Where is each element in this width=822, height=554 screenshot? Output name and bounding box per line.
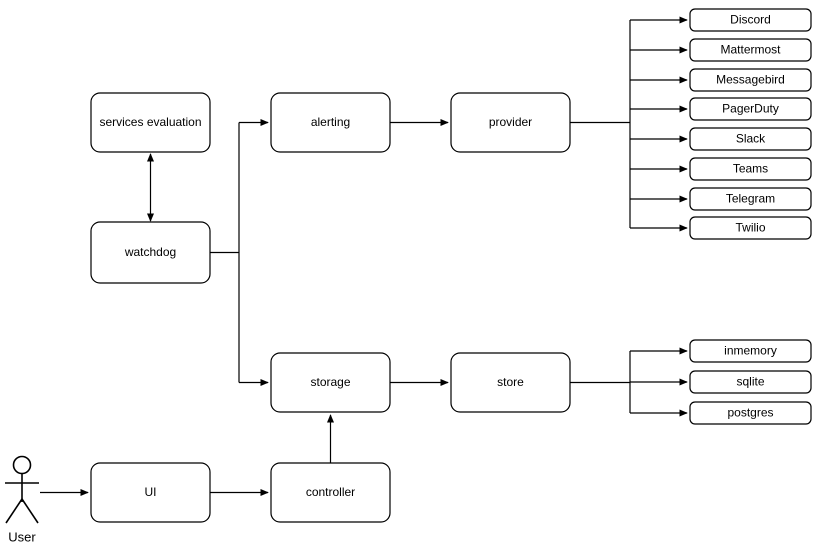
user-actor-label: User (8, 529, 36, 544)
node-watchdog-box[interactable] (90, 221, 211, 284)
node-ui-box[interactable] (90, 462, 211, 523)
node-store-box[interactable] (450, 352, 571, 413)
node-store-label: store (497, 375, 524, 389)
edges-layer (40, 16, 688, 497)
node-alerting-box[interactable] (270, 92, 391, 153)
provider-targets-layer: Discord Mattermost Messagebird PagerDuty… (689, 8, 812, 240)
node-postgres[interactable]: postgres (689, 401, 812, 425)
node-provider[interactable]: provider (450, 92, 571, 153)
node-mattermost[interactable]: Mattermost (689, 38, 812, 62)
node-messagebird[interactable]: Messagebird (689, 68, 812, 92)
node-slack-label: Slack (736, 132, 766, 146)
node-mattermost-box[interactable] (689, 38, 812, 62)
node-twilio[interactable]: Twilio (689, 216, 812, 240)
node-postgres-label: postgres (727, 406, 773, 420)
node-provider-box[interactable] (450, 92, 571, 153)
node-store[interactable]: store (450, 352, 571, 413)
node-telegram-label: Telegram (726, 192, 775, 206)
node-mattermost-label: Mattermost (720, 43, 781, 57)
node-watchdog-label: watchdog (124, 245, 176, 259)
store-targets-layer: inmemory sqlite postgres (689, 339, 812, 425)
node-discord-label: Discord (730, 13, 771, 27)
node-inmemory-label: inmemory (724, 344, 777, 358)
node-messagebird-label: Messagebird (716, 73, 785, 87)
node-teams-box[interactable] (689, 157, 812, 181)
node-pagerduty[interactable]: PagerDuty (689, 97, 812, 121)
node-controller[interactable]: controller (270, 462, 391, 523)
node-storage-box[interactable] (270, 352, 391, 413)
node-slack[interactable]: Slack (689, 127, 812, 151)
node-sqlite-box[interactable] (689, 370, 812, 394)
node-telegram-box[interactable] (689, 187, 812, 211)
node-sqlite[interactable]: sqlite (689, 370, 812, 394)
node-teams-label: Teams (733, 162, 768, 176)
node-controller-label: controller (306, 485, 355, 499)
node-alerting[interactable]: alerting (270, 92, 391, 153)
node-services-evaluation[interactable]: services evaluation (90, 92, 211, 153)
node-ui-label: UI (145, 485, 157, 499)
node-slack-box[interactable] (689, 127, 812, 151)
node-storage-label: storage (310, 375, 350, 389)
node-pagerduty-box[interactable] (689, 97, 812, 121)
stick-figure-actor-icon (5, 455, 39, 524)
node-storage[interactable]: storage (270, 352, 391, 413)
node-sqlite-label: sqlite (736, 375, 764, 389)
node-ui[interactable]: UI (90, 462, 211, 523)
node-twilio-box[interactable] (689, 216, 812, 240)
node-discord[interactable]: Discord (689, 8, 812, 32)
node-provider-label: provider (489, 115, 532, 129)
node-watchdog[interactable]: watchdog (90, 221, 211, 284)
node-pagerduty-label: PagerDuty (722, 102, 779, 116)
node-controller-box[interactable] (270, 462, 391, 523)
node-services-evaluation-label: services evaluation (99, 115, 201, 129)
node-telegram[interactable]: Telegram (689, 187, 812, 211)
node-services-evaluation-box[interactable] (90, 92, 211, 153)
node-messagebird-box[interactable] (689, 68, 812, 92)
nodes-layer: services evaluation watchdog alerting pr… (90, 92, 571, 523)
node-alerting-label: alerting (311, 115, 350, 129)
node-inmemory-box[interactable] (689, 339, 812, 363)
node-postgres-box[interactable] (689, 401, 812, 425)
user-actor[interactable]: User (5, 455, 39, 545)
node-teams[interactable]: Teams (689, 157, 812, 181)
node-twilio-label: Twilio (735, 221, 765, 235)
node-inmemory[interactable]: inmemory (689, 339, 812, 363)
node-discord-box[interactable] (689, 8, 812, 32)
